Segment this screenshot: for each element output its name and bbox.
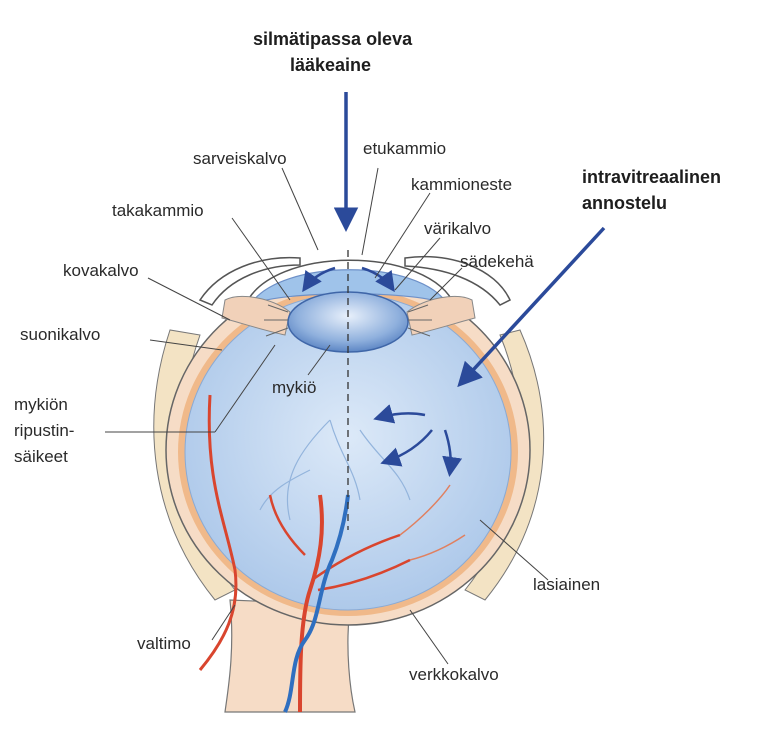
- label-verkkokalvo: verkkokalvo: [409, 664, 499, 686]
- injection-line1: intravitreaalinen: [582, 166, 721, 188]
- label-ripustin-line3: säikeet: [14, 446, 68, 468]
- label-lasiainen: lasiainen: [533, 574, 600, 596]
- label-mykio: mykiö: [272, 377, 316, 399]
- label-takakammio: takakammio: [112, 200, 204, 222]
- label-valtimo: valtimo: [137, 633, 191, 655]
- label-kammioneste: kammioneste: [411, 174, 512, 196]
- label-ripustin-line2: ripustin-: [14, 420, 74, 442]
- title-line2: lääkeaine: [290, 54, 371, 76]
- label-sarveiskalvo: sarveiskalvo: [193, 148, 287, 170]
- label-suonikalvo: suonikalvo: [20, 324, 100, 346]
- label-ripustin-line1: mykiön: [14, 394, 68, 416]
- injection-line2: annostelu: [582, 192, 667, 214]
- label-varikalvo: värikalvo: [424, 218, 491, 240]
- label-kovakalvo: kovakalvo: [63, 260, 139, 282]
- label-sadekeha: sädekehä: [460, 251, 534, 273]
- label-etukammio: etukammio: [363, 138, 446, 160]
- title-line1: silmätipassa oleva: [253, 28, 412, 50]
